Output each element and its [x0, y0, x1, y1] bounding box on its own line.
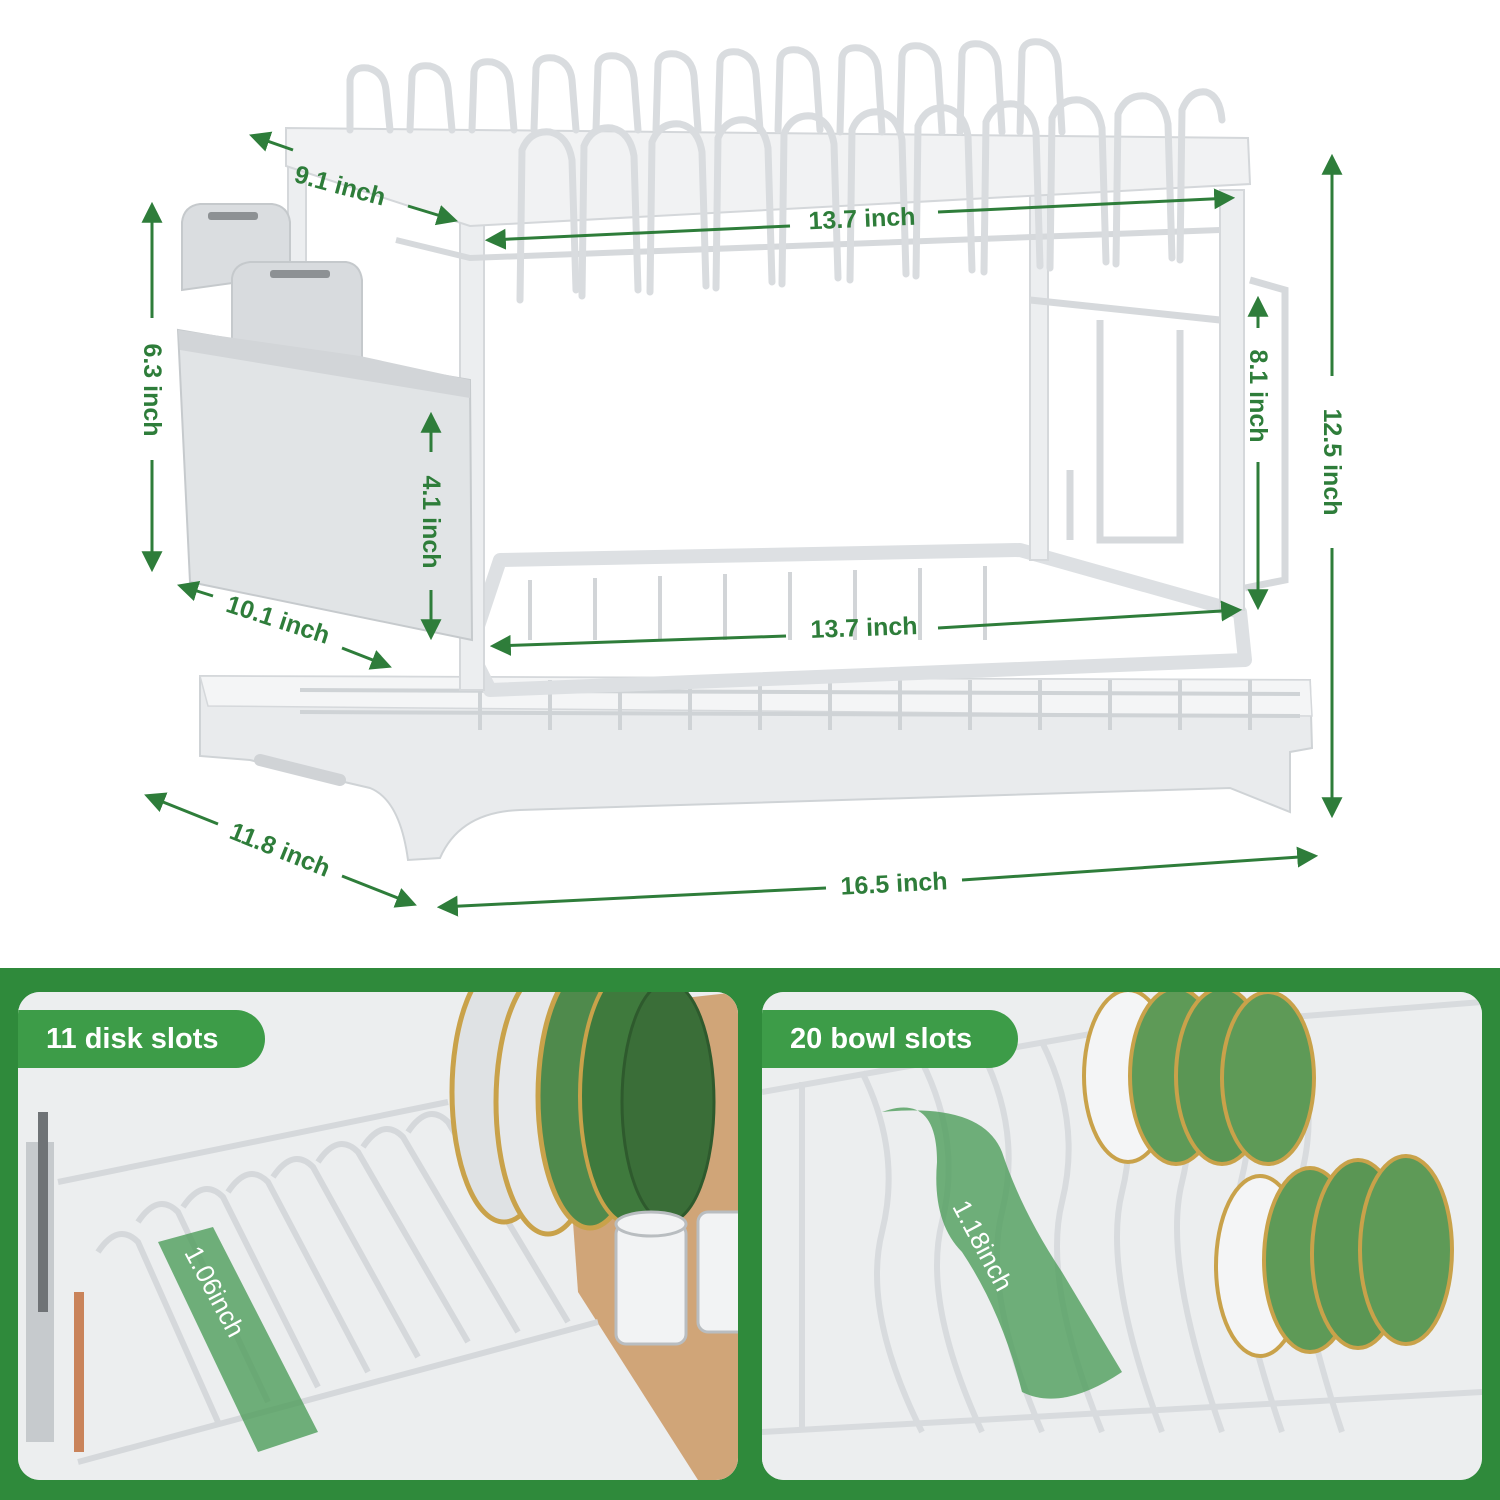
glass-cups: [614, 1210, 738, 1346]
dim-top-width: 13.7 inch: [808, 203, 916, 236]
dim-total-height: 12.5 inch: [1318, 409, 1346, 516]
product-dimension-diagram: 9.1 inch 13.7 inch 6.3 inch 4.1 inch 8.1…: [138, 38, 1346, 917]
bowl-slots-panel: 1.18inch 20 bowl slots: [762, 992, 1482, 1480]
dim-cup-depth: 4.1 inch: [417, 475, 445, 568]
plates: [449, 992, 716, 1237]
bowl-slots-label: 20 bowl slots: [762, 1010, 1019, 1068]
dim-side-height: 8.1 inch: [1244, 349, 1272, 442]
disk-slots-panel: 1.06inch 11 disk slots: [18, 992, 738, 1480]
side-board-holder: [1029, 276, 1289, 592]
disk-slots-label: 11 disk slots: [18, 1010, 265, 1068]
plate-rack-wires: [57, 1099, 599, 1465]
utensils: [26, 1112, 84, 1452]
feature-banner: 1.06inch 11 disk slots: [0, 968, 1500, 1500]
drip-tray: [199, 674, 1314, 862]
dim-utensil-height: 6.3 inch: [138, 343, 166, 436]
bowls: [1082, 992, 1454, 1358]
dimension-lines: [141, 131, 1343, 917]
top-rack: [285, 38, 1252, 304]
dim-bottom-width: 13.7 inch: [810, 612, 918, 644]
dim-tray-depth: 11.8 inch: [226, 817, 334, 883]
utensil-holder: [176, 203, 474, 642]
dim-tray-width: 16.5 inch: [840, 867, 948, 901]
